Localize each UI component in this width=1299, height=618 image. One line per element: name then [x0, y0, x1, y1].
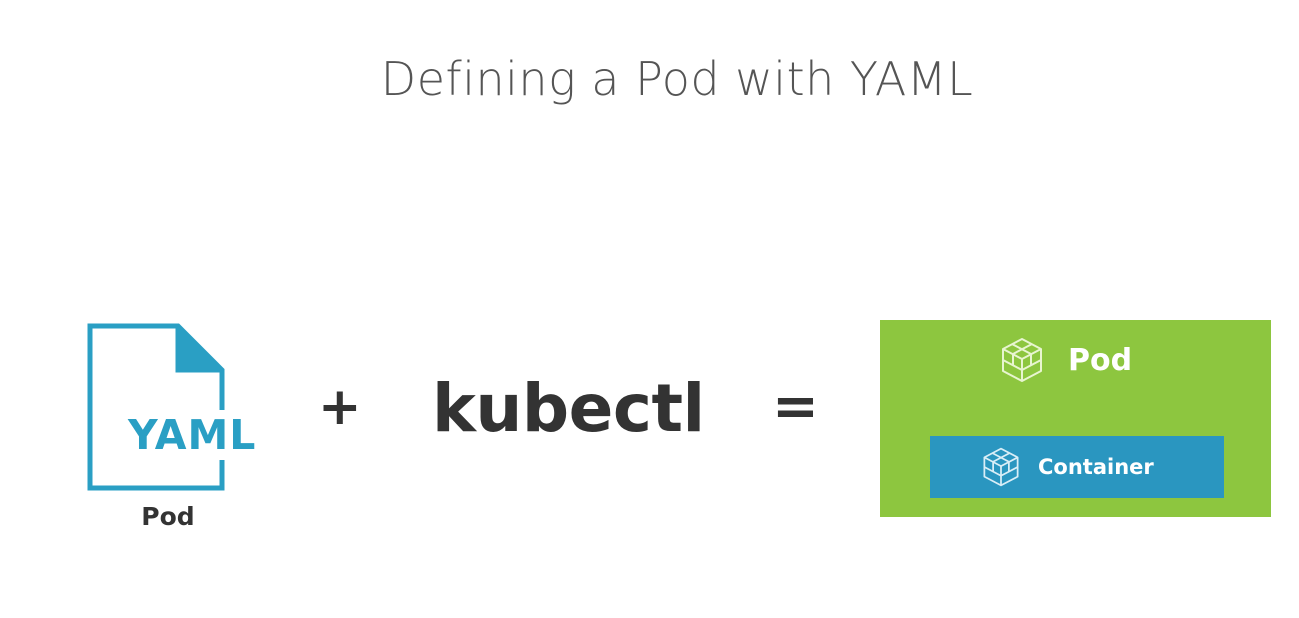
yaml-file-caption: Pod	[141, 502, 195, 531]
yaml-file-icon: YAML	[86, 322, 259, 492]
pod-header: Pod	[998, 336, 1132, 384]
cube-icon	[998, 336, 1046, 384]
kubectl-command: kubectl	[432, 370, 705, 447]
container-label: Container	[1038, 455, 1154, 479]
pod-result-box: Pod Container	[880, 320, 1271, 517]
cube-icon	[980, 446, 1022, 488]
plus-operator: +	[318, 377, 362, 437]
pod-label: Pod	[1068, 342, 1133, 378]
equals-operator: =	[772, 374, 819, 439]
slide-title: Defining a Pod with YAML	[380, 52, 974, 106]
container-box: Container	[930, 436, 1224, 498]
yaml-file-label: YAML	[126, 410, 259, 460]
